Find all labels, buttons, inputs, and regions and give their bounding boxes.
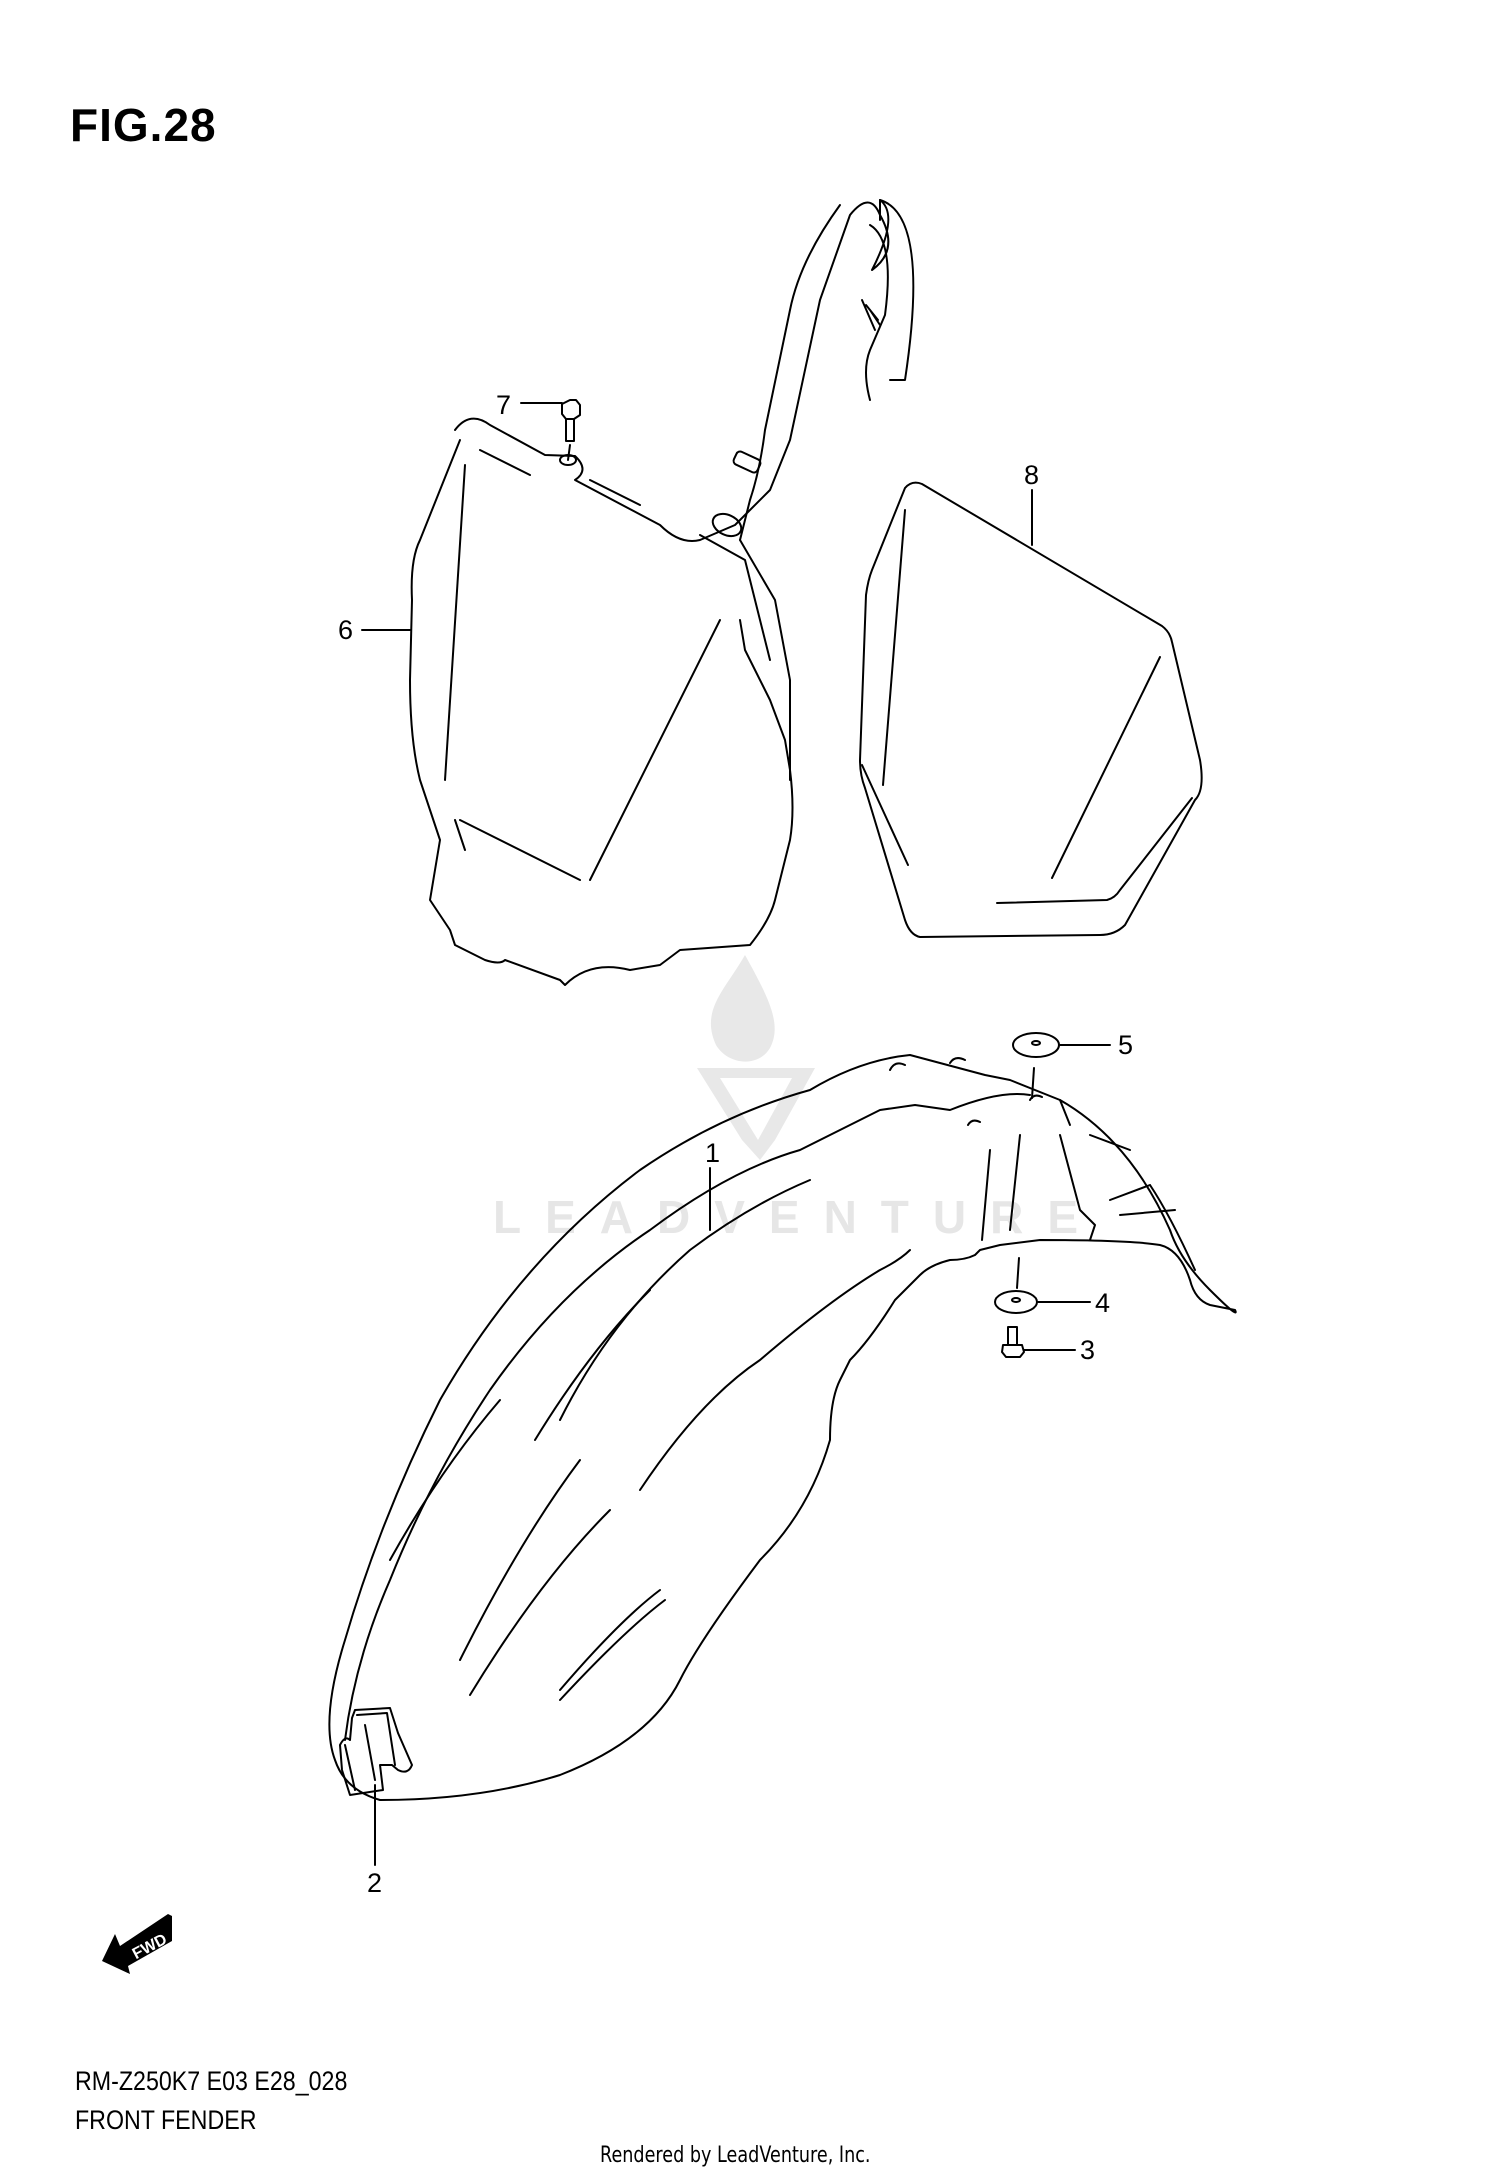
figure-title: FIG.28 [70,99,217,151]
callout-8[interactable]: 8 [1024,460,1040,490]
number-plate-sticker-part-8[interactable] [859,481,1203,938]
fwd-arrow-icon: FWD [102,1914,172,1974]
callout-4[interactable]: 4 [1095,1288,1111,1318]
callout-7[interactable]: 7 [496,390,512,420]
callout-2[interactable]: 2 [367,1868,383,1898]
callout-1[interactable]: 1 [705,1138,721,1168]
section-name: FRONT FENDER [75,2105,257,2135]
watermark-text: LEADVENTURE [493,1191,1103,1243]
bolt-part-3[interactable] [1001,1326,1076,1358]
callout-3[interactable]: 3 [1080,1335,1096,1365]
number-plate-part-6[interactable] [409,199,915,986]
rendered-by-footer: Rendered by LeadVenture, Inc. [600,2143,871,2168]
front-fender-part-1[interactable] [328,1054,1237,1801]
model-code: RM-Z250K7 E03 E28_028 [75,2066,348,2096]
washer-part-5[interactable] [1012,1032,1111,1099]
callout-6[interactable]: 6 [338,615,354,645]
washer-part-4[interactable] [994,1257,1091,1314]
emblem-part-2[interactable] [339,1707,413,1866]
callout-5[interactable]: 5 [1118,1030,1134,1060]
bolt-part-7[interactable] [520,399,581,461]
